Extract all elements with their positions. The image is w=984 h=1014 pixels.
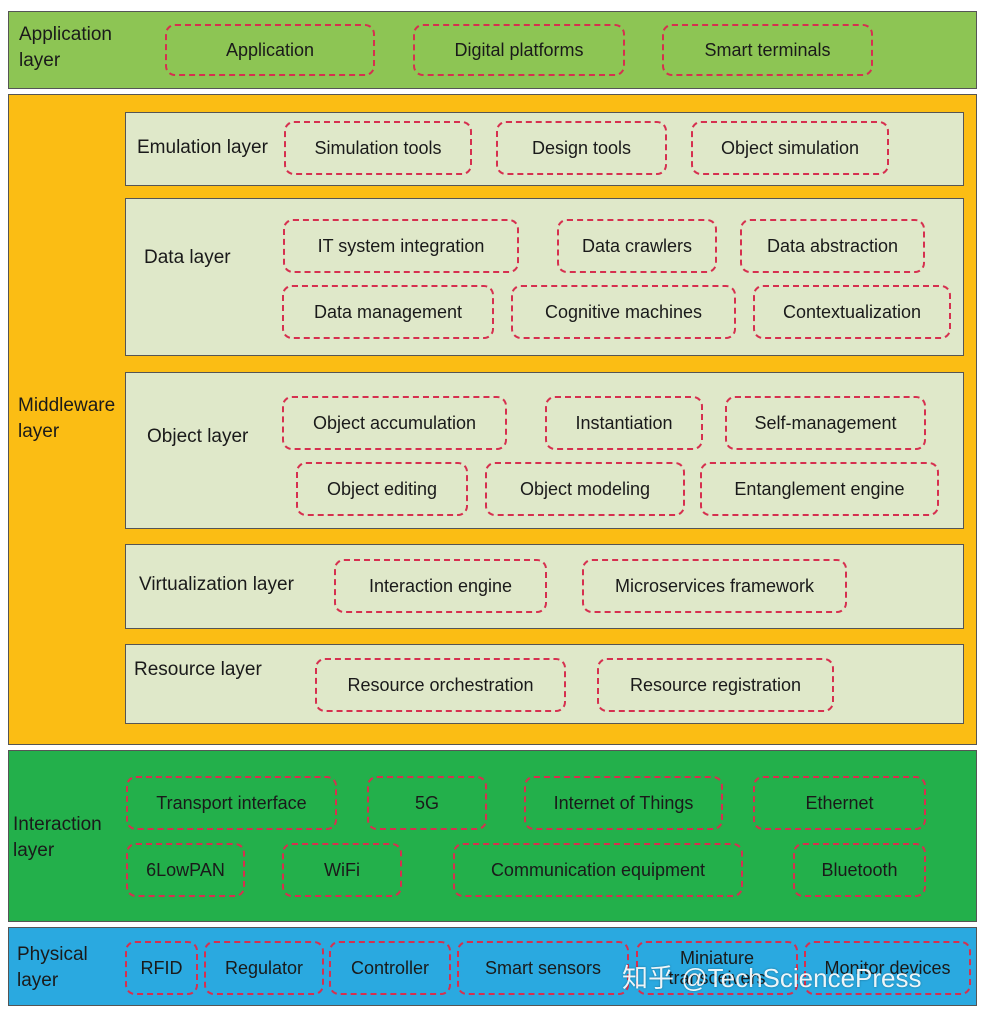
controller-box: Controller [329,941,451,995]
self-management-box: Self-management [725,396,926,450]
object-simulation-box: Object simulation [691,121,889,175]
entanglement-engine-box: Entanglement engine [700,462,939,516]
object-layer-label: Object layer [147,426,249,447]
interaction-layer-label: Interaction layer [13,814,102,861]
resource-layer-label: Resource layer [134,659,262,680]
middleware-layer-label: Middleware layer [18,395,116,442]
data-layer: Data layer [125,198,964,356]
data-abstraction-box: Data abstraction [740,219,925,273]
regulator-box: Regulator [204,941,324,995]
object-modeling-box: Object modeling [485,462,685,516]
microservices-framework-box: Microservices framework [582,559,847,613]
physical-layer-label: Physical layer [17,944,88,991]
watermark: 知乎 @TechSciencePress [622,963,922,993]
design-tools-box: Design tools [496,121,667,175]
cognitive-machines-box: Cognitive machines [511,285,736,339]
instantiation-box: Instantiation [545,396,703,450]
application-box: Application [165,24,375,76]
virtualization-layer: Virtualization layer [125,544,964,629]
data-crawlers-box: Data crawlers [557,219,717,273]
data-layer-label: Data layer [144,247,231,268]
5g-box: 5G [367,776,487,830]
data-management-box: Data management [282,285,494,339]
virtualization-layer-label: Virtualization layer [139,574,294,595]
smart-sensors-box: Smart sensors [457,941,629,995]
resource-registration-box: Resource registration [597,658,834,712]
6lowpan-box: 6LowPAN [126,843,245,897]
physical-layer: Physical layer [8,927,977,1006]
wifi-box: WiFi [282,843,402,897]
digital-platforms-box: Digital platforms [413,24,625,76]
miniature-transceivers-box: Miniature transceivers [636,941,798,995]
object-accumulation-box: Object accumulation [282,396,507,450]
object-editing-box: Object editing [296,462,468,516]
resource-orchestration-box: Resource orchestration [315,658,566,712]
communication-equipment-box: Communication equipment [453,843,743,897]
smart-terminals-box: Smart terminals [662,24,873,76]
internet-of-things-box: Internet of Things [524,776,723,830]
monitor-devices-box: Monitor devices [804,941,971,995]
bluetooth-box: Bluetooth [793,843,926,897]
emulation-layer-label: Emulation layer [137,137,268,158]
transport-interface-box: Transport interface [126,776,337,830]
rfid-box: RFID [125,941,198,995]
ethernet-box: Ethernet [753,776,926,830]
object-layer: Object layer [125,372,964,529]
simulation-tools-box: Simulation tools [284,121,472,175]
interaction-engine-box: Interaction engine [334,559,547,613]
application-layer-label: Application layer [19,24,112,71]
contextualization-box: Contextualization [753,285,951,339]
interaction-layer: Interaction layer [8,750,977,922]
it-system-integration-box: IT system integration [283,219,519,273]
